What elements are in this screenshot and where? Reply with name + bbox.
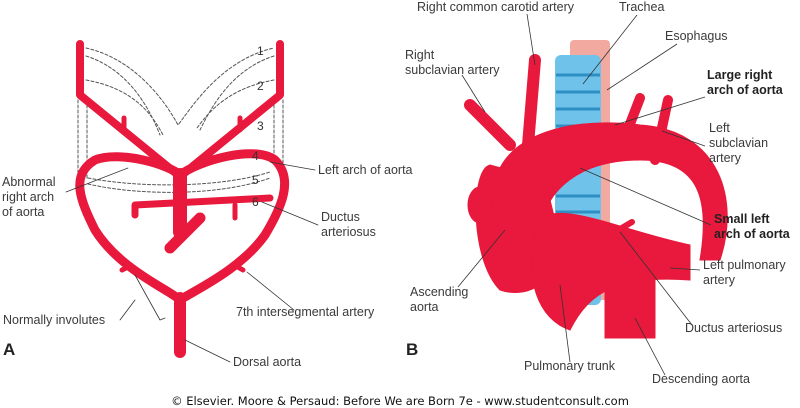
label-ductus-b: Ductus arteriosus — [685, 321, 783, 335]
leader-lines-b — [457, 13, 712, 376]
label-line: Large right — [707, 68, 773, 82]
label-line: arch of aorta — [707, 83, 783, 97]
label-line: Abnormal — [2, 175, 56, 189]
label-line: arch of aorta — [714, 227, 790, 241]
label-line: Ascending — [410, 285, 469, 299]
label-7th-intersegmental: 7th intersegmental artery — [236, 305, 375, 319]
label-trachea: Trachea — [619, 0, 665, 14]
label-line: right arch — [2, 190, 55, 204]
label-left-pulmonary: Left pulmonary artery — [703, 258, 786, 288]
arch-number-1: 1 — [257, 44, 264, 58]
label-ascending-aorta: Ascending aorta — [410, 285, 468, 315]
arch-number-5: 5 — [252, 173, 259, 187]
label-right-common-carotid: Right common carotid artery — [417, 0, 575, 14]
panel-a-letter: A — [3, 340, 16, 359]
label-line: artery — [709, 151, 741, 165]
label-line: subclavian artery — [405, 63, 500, 77]
label-line: Right — [405, 48, 435, 62]
label-left-arch: Left arch of aorta — [318, 163, 413, 177]
arteries-a — [75, 40, 289, 358]
label-line: artery — [703, 273, 735, 287]
label-line: aorta — [410, 300, 439, 314]
label-line: Ductus — [321, 210, 360, 224]
label-right-subclavian: Right subclavian artery — [405, 48, 500, 78]
arch-number-6: 6 — [252, 195, 259, 209]
label-large-right-arch: Large right arch of aorta — [707, 68, 783, 98]
arch-number-3: 3 — [257, 119, 264, 133]
arteries-b — [464, 54, 728, 339]
arch-number-4: 4 — [252, 149, 259, 163]
label-normally-involutes: Normally involutes — [3, 313, 106, 327]
arch-number-2: 2 — [257, 79, 264, 93]
label-line: Small left — [714, 212, 770, 226]
label-pulmonary-trunk: Pulmonary trunk — [524, 359, 616, 373]
label-line: of aorta — [2, 205, 45, 219]
panel-b-letter: B — [406, 340, 419, 359]
label-descending-aorta: Descending aorta — [652, 372, 750, 386]
label-dorsal-aorta: Dorsal aorta — [233, 355, 302, 369]
leader-lines-a — [65, 161, 319, 363]
label-abnormal-right-arch: Abnormal right arch of aorta — [2, 175, 56, 220]
panel-b-drawing — [457, 13, 728, 376]
label-line: subclavian — [709, 136, 769, 150]
copyright-footer: © Elsevier. Moore & Persaud: Before We a… — [171, 394, 629, 408]
label-esophagus: Esophagus — [665, 29, 728, 43]
label-line: Left pulmonary — [703, 258, 786, 272]
label-ductus-a: Ductus arteriosus — [321, 210, 376, 240]
label-line: Left — [709, 121, 730, 135]
label-line: arteriosus — [321, 225, 376, 239]
label-left-subclavian: Left subclavian artery — [709, 121, 768, 166]
label-small-left-arch: Small left arch of aorta — [714, 212, 790, 242]
panel-a-drawing — [65, 40, 319, 363]
